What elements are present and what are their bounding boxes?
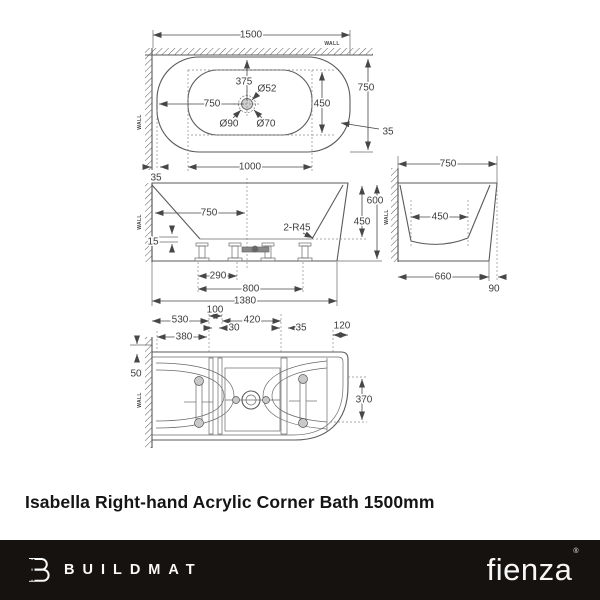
- wall-hatch-left: [391, 168, 398, 262]
- buildmat-wordmark: BUILDMAT: [64, 562, 203, 578]
- bath-base-outline: [152, 351, 349, 441]
- dim-label-750-depth: 750: [358, 83, 375, 94]
- dim-label-15: 15: [147, 237, 159, 248]
- wall-label: WALL: [324, 41, 339, 47]
- dim-label-1500: 1500: [240, 30, 263, 41]
- dim-label-1000: 1000: [239, 162, 262, 173]
- buildmat-logo: BUILDMAT: [24, 556, 203, 584]
- dim-label-290: 290: [210, 271, 227, 282]
- footer-bar: BUILDMAT fienza®: [0, 540, 600, 600]
- dim-label-50: 50: [130, 369, 142, 380]
- dim-label-380: 380: [176, 332, 193, 343]
- dim-label-100: 100: [207, 305, 224, 316]
- dim-label-750: 750: [201, 208, 218, 219]
- dim-label-375: 375: [236, 77, 253, 88]
- wall-hatch-left: [145, 337, 152, 448]
- wall-hatch-top: [145, 48, 373, 55]
- wall-label: WALL: [137, 114, 143, 129]
- dim-label-800: 800: [243, 284, 260, 295]
- buildmat-icon: [28, 558, 50, 582]
- dim-label-370: 370: [356, 395, 373, 406]
- dim-label-450: 450: [354, 217, 371, 228]
- fienza-wordmark: fienza: [486, 552, 573, 587]
- dim-label-o90: Ø90: [220, 119, 239, 130]
- wall-label: WALL: [137, 214, 143, 229]
- registered-mark: ®: [573, 547, 579, 555]
- dim-label-o70: Ø70: [257, 119, 276, 130]
- dim-label-35: 35: [295, 323, 307, 334]
- wall-hatch-left: [145, 55, 152, 170]
- dim-label-750: 750: [440, 159, 457, 170]
- dim-label-660: 660: [435, 272, 452, 283]
- bath-legs: [194, 242, 313, 262]
- dim-label-530: 530: [172, 315, 189, 326]
- dim-label-120: 120: [334, 321, 351, 332]
- dim-label-35-corner: 35: [382, 127, 394, 138]
- wall-label: WALL: [384, 209, 390, 224]
- dim-label-450: 450: [314, 99, 331, 110]
- technical-drawing: WALL WALL 1500 375 Ø52 750 Ø90 Ø70 4: [129, 28, 507, 448]
- bottom-view: WALL: [129, 303, 374, 448]
- dim-label-1380: 1380: [234, 296, 257, 307]
- dim-label-750-centre: 750: [204, 99, 221, 110]
- front-view: WALL 15 750 2-R45 450 600: [137, 178, 385, 308]
- waste-detail: [232, 390, 270, 410]
- dim-label-2r45: 2-R45: [283, 223, 311, 234]
- dim-label-o52: Ø52: [258, 84, 277, 95]
- dim-label-90: 90: [488, 284, 500, 295]
- dim-label-420: 420: [244, 315, 261, 326]
- dim-label-30: 30: [228, 323, 240, 334]
- dim-label-35-gap: 35: [150, 173, 162, 184]
- side-view: 750 WALL 450 660 90: [384, 156, 507, 296]
- top-view: WALL WALL 1500 375 Ø52 750 Ø90 Ø70 4: [137, 28, 395, 185]
- mounting-brackets: [184, 374, 317, 428]
- bath-outer-rim: [156, 56, 351, 153]
- dim-label-450: 450: [432, 212, 449, 223]
- wall-hatch-left: [145, 183, 152, 262]
- wall-label: WALL: [137, 392, 143, 407]
- fienza-logo: fienza®: [486, 548, 579, 588]
- product-title: Isabella Right-hand Acrylic Corner Bath …: [25, 492, 435, 512]
- dim-label-600: 600: [367, 196, 384, 207]
